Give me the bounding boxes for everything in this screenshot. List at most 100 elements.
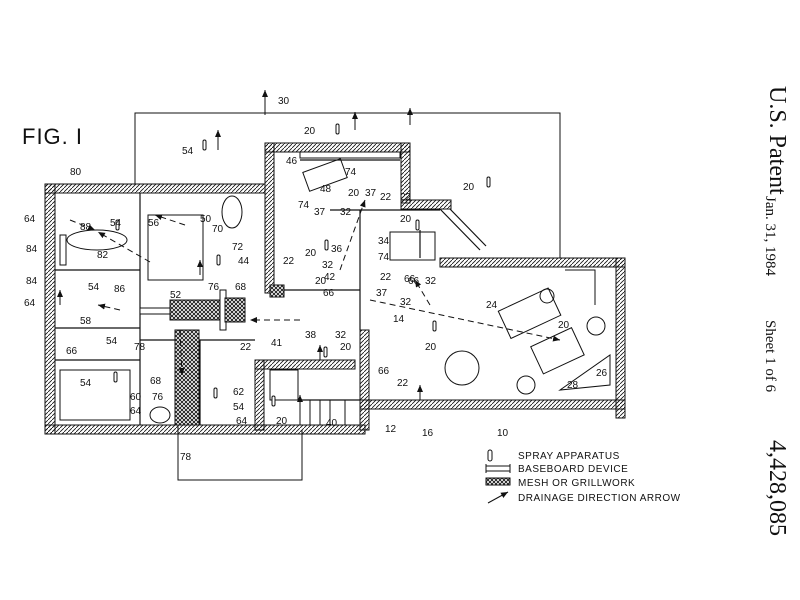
ref-label: 14: [393, 314, 405, 325]
ref-label: 37: [314, 207, 326, 218]
ref-label: 88: [80, 222, 92, 233]
reference-numerals: 30 54 20 46 74 48 20 37 80 50 70 74 37 3…: [24, 96, 608, 463]
spray-apparatus-icon: [487, 449, 493, 462]
ref-label: 12: [385, 424, 397, 435]
ref-label: 66: [404, 274, 416, 285]
ref-label: 54: [182, 146, 194, 157]
ref-label: 20: [276, 416, 288, 427]
interior-walls: [55, 159, 487, 425]
ref-label: 32: [400, 297, 412, 308]
drainage-arrows: [69, 199, 561, 376]
legend-mesh-label: MESH OR GRILLWORK: [518, 478, 636, 489]
furniture: [59, 158, 611, 424]
ref-label: 64: [24, 298, 36, 309]
ref-label: 84: [26, 276, 38, 287]
ref-label: 20: [400, 214, 412, 225]
ref-label: 66: [323, 288, 335, 299]
ref-label: 42: [324, 272, 336, 283]
ref-label: 30: [278, 96, 290, 107]
ref-label: 38: [305, 330, 317, 341]
drainage-arrow-icon: [487, 491, 509, 504]
ref-label: 76: [152, 392, 164, 403]
ref-label: 34: [378, 236, 390, 247]
ref-label: 82: [97, 250, 109, 261]
ref-label: 54: [106, 336, 118, 347]
ref-label: 36: [331, 244, 343, 255]
legend-arrow-label: DRAINAGE DIRECTION ARROW: [518, 493, 681, 504]
ref-label: 70: [212, 224, 224, 235]
ref-label: 60: [130, 392, 142, 403]
ref-label: 80: [70, 167, 82, 178]
ref-label: 46: [286, 156, 298, 167]
ref-label: 78: [134, 342, 146, 353]
spray-apparatus-marks: [113, 123, 491, 407]
ref-label: 64: [130, 406, 142, 417]
mesh-grillwork-icon: [485, 477, 511, 486]
ref-label: 44: [238, 256, 250, 267]
ref-label: 41: [271, 338, 283, 349]
ref-label: 78: [180, 452, 192, 463]
legend-spray-label: SPRAY APPARATUS: [518, 451, 620, 462]
ref-label: 68: [235, 282, 247, 293]
ref-label: 86: [114, 284, 126, 295]
ref-label: 26: [596, 368, 608, 379]
ref-label: 66: [378, 366, 390, 377]
ref-label: 32: [335, 330, 347, 341]
ref-label: 54: [110, 218, 122, 229]
ref-label: 22: [240, 342, 252, 353]
ref-label: 74: [345, 167, 357, 178]
ref-label: 20: [463, 182, 475, 193]
ref-label: 22: [397, 378, 409, 389]
ref-label: 22: [380, 272, 392, 283]
ref-label: 32: [425, 276, 437, 287]
ref-label: 20: [305, 248, 317, 259]
ref-label: 20: [304, 126, 316, 137]
ref-label: 48: [320, 184, 332, 195]
ref-label: 84: [26, 244, 38, 255]
ref-label: 72: [232, 242, 244, 253]
ref-label: 50: [200, 214, 212, 225]
ref-label: 22: [400, 192, 412, 203]
ref-label: 54: [80, 378, 92, 389]
ref-label: 20: [315, 276, 327, 287]
ref-label: 58: [80, 316, 92, 327]
ref-label: 22: [283, 256, 295, 267]
ref-label: 62: [233, 387, 245, 398]
ref-label: 16: [422, 428, 434, 439]
ref-label: 37: [365, 188, 377, 199]
ref-label: 52: [170, 290, 182, 301]
legend-symbols: [485, 449, 511, 504]
figure-label: FIG. I: [22, 124, 83, 149]
ref-label: 10: [497, 428, 509, 439]
legend-baseboard-label: BASEBOARD DEVICE: [518, 464, 629, 475]
ref-label: 32: [322, 260, 334, 271]
ref-label: 74: [298, 200, 310, 211]
ref-label: 56: [148, 218, 160, 229]
exterior-walls: [44, 142, 626, 435]
ref-label: 28: [567, 380, 579, 391]
ref-label: 54: [233, 402, 245, 413]
ref-label: 24: [486, 300, 498, 311]
ref-label: 20: [425, 342, 437, 353]
baseboard-device-icon: [485, 464, 511, 473]
ref-label: 37: [376, 288, 388, 299]
ref-label: 54: [88, 282, 100, 293]
mesh-grillwork: [169, 284, 285, 426]
ref-label: 74: [378, 252, 390, 263]
ref-label: 64: [236, 416, 248, 427]
ref-label: 20: [340, 342, 352, 353]
ref-label: 20: [558, 320, 570, 331]
ref-label: 66: [66, 346, 78, 357]
ref-label: 76: [208, 282, 220, 293]
ref-label: 32: [340, 207, 352, 218]
ref-label: 22: [380, 192, 392, 203]
deck-outline: [134, 112, 561, 481]
stairs: [269, 369, 346, 426]
ref-label: 40: [326, 418, 338, 429]
ref-label: 64: [24, 214, 36, 225]
ref-label: 20: [348, 188, 360, 199]
ref-label: 68: [150, 376, 162, 387]
ref-label: 66: [408, 276, 420, 287]
